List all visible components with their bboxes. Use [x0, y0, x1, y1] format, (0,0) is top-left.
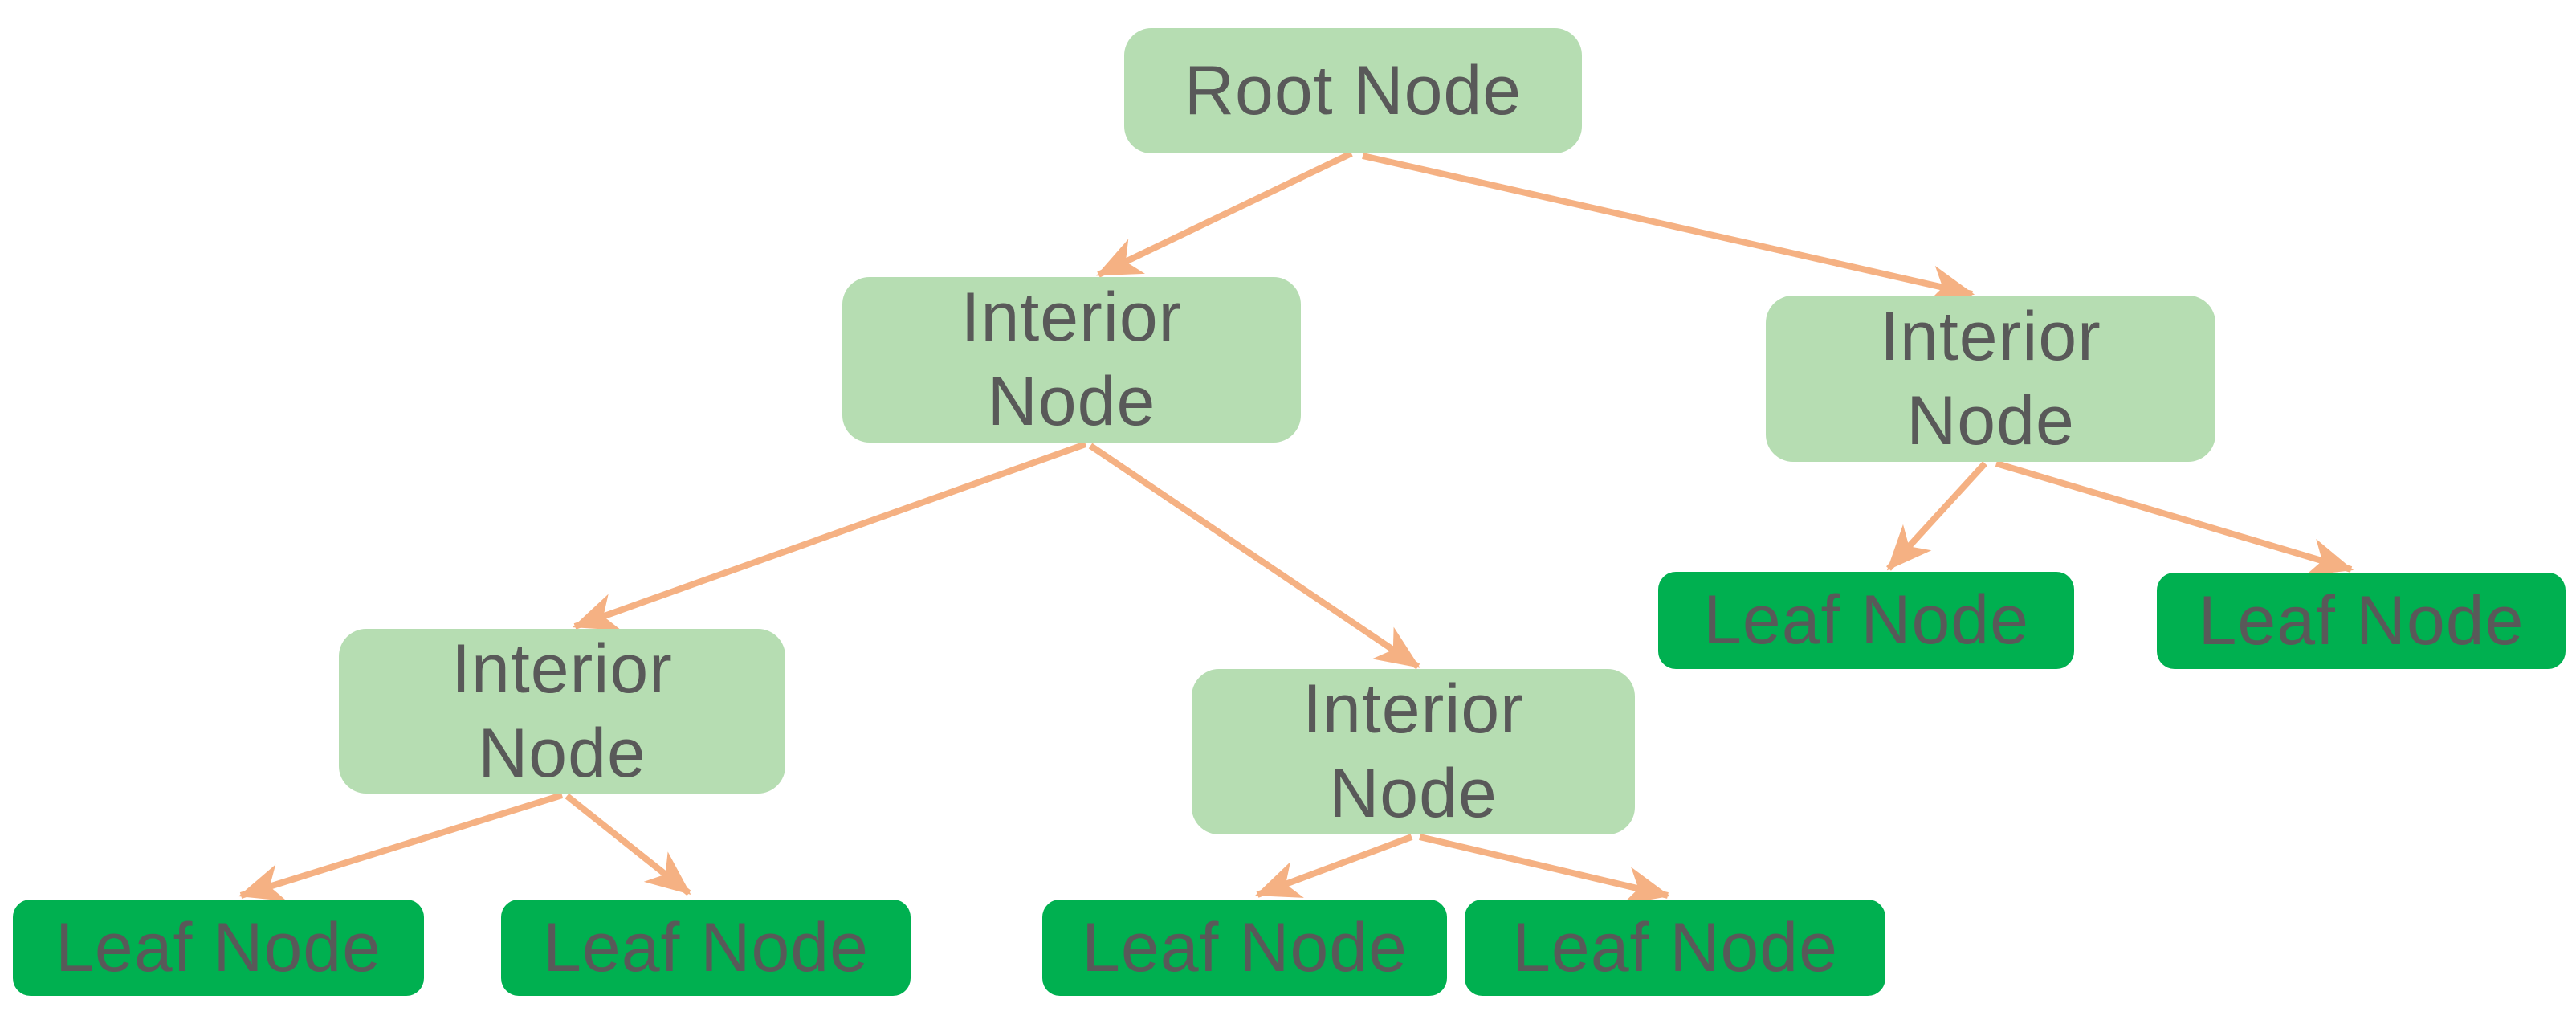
edge-root-to-interior-right: [1362, 153, 1975, 304]
edge-interior-left-center-to-leaf-bottom-4: [1419, 834, 1671, 905]
edge-interior-left-center-to-leaf-bottom-3: [1255, 834, 1413, 898]
node-label-line1: Interior: [1880, 297, 2101, 375]
edge-root-to-interior-left: [1096, 150, 1353, 278]
node-label-line2: Node: [478, 714, 646, 792]
edge-interior-left-left-to-leaf-bottom-2: [565, 793, 691, 896]
interior-node-left: Interior Node: [842, 277, 1301, 443]
interior-node-left-center: Interior Node: [1192, 669, 1635, 834]
node-label: Leaf Node: [55, 908, 381, 986]
root-node: Root Node: [1124, 28, 1582, 153]
interior-node-right: Interior Node: [1766, 296, 2215, 462]
node-label-line1: Interior: [960, 279, 1183, 357]
node-label: Leaf Node: [2198, 581, 2525, 659]
edge-interior-left-left-to-leaf-bottom-1: [238, 792, 564, 902]
node-label: Leaf Node: [1703, 581, 2029, 659]
leaf-node-right-1: Leaf Node: [1658, 572, 2074, 669]
edge-interior-left-to-interior-left-center: [1088, 443, 1420, 670]
edge-interior-right-to-leaf-right-1: [1886, 461, 1987, 571]
edge-interior-right-to-leaf-right-2: [1995, 460, 2354, 576]
node-label-line1: Interior: [1302, 671, 1524, 749]
node-label: Root Node: [1184, 51, 1522, 129]
node-label-line2: Node: [1906, 381, 2075, 459]
leaf-node-right-2: Leaf Node: [2157, 573, 2566, 669]
edge-interior-left-to-interior-left-left: [572, 441, 1087, 630]
node-label-line2: Node: [1329, 755, 1498, 832]
leaf-node-bottom-4: Leaf Node: [1465, 900, 1885, 996]
node-label: Leaf Node: [1512, 908, 1838, 986]
leaf-node-bottom-3: Leaf Node: [1042, 900, 1447, 996]
interior-node-left-left: Interior Node: [339, 629, 785, 794]
node-label-line1: Interior: [451, 630, 673, 708]
node-label-line2: Node: [987, 363, 1156, 440]
node-label: Leaf Node: [1082, 908, 1408, 986]
leaf-node-bottom-1: Leaf Node: [13, 900, 424, 996]
node-label: Leaf Node: [543, 908, 869, 986]
leaf-node-bottom-2: Leaf Node: [501, 900, 911, 996]
